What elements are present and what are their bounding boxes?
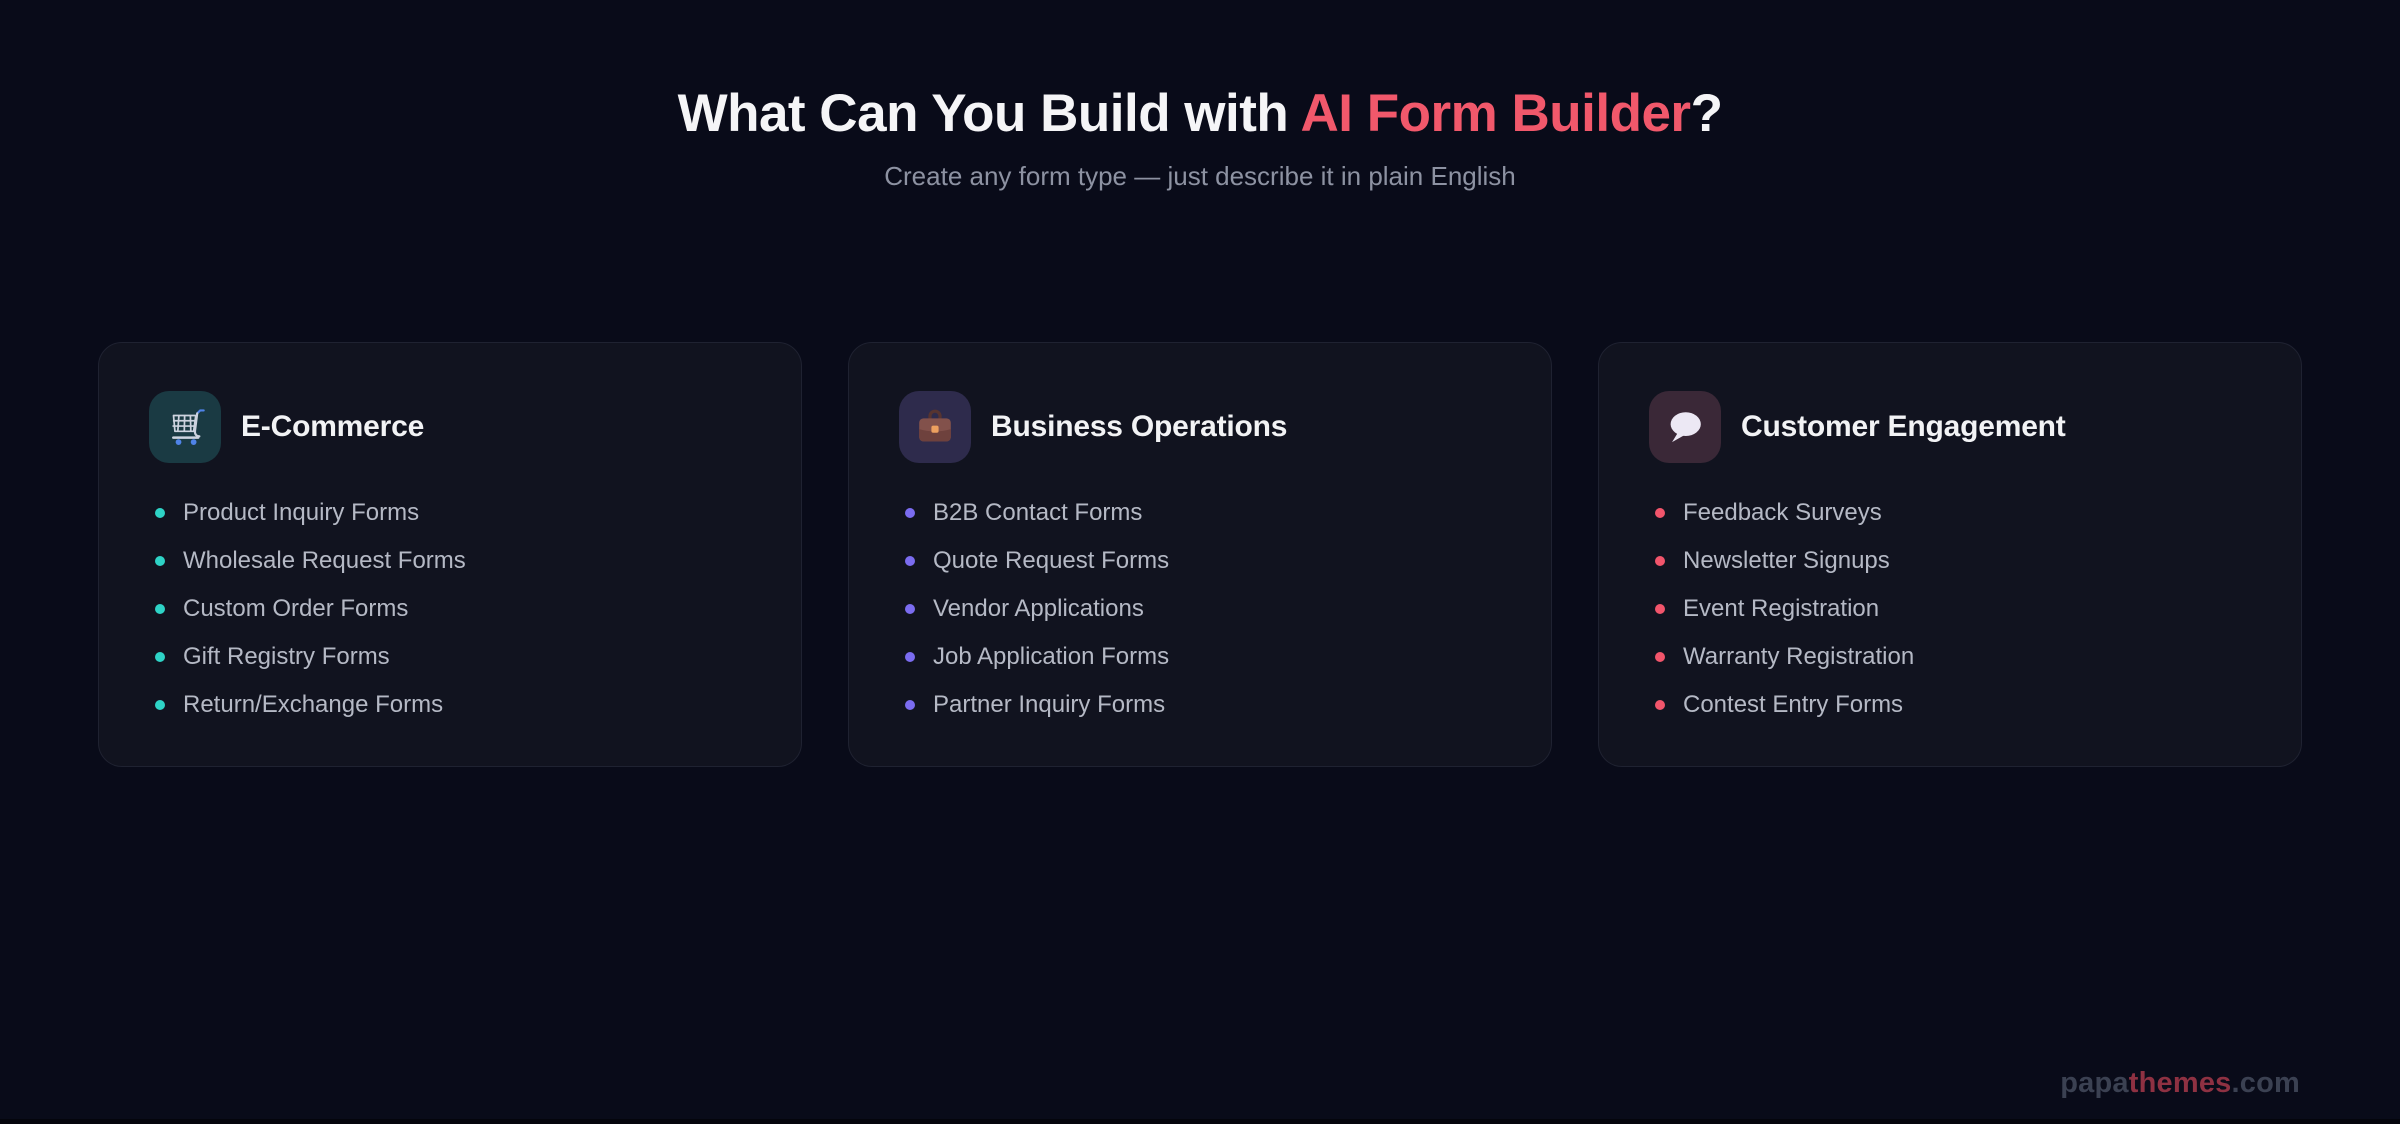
page-title-prefix: What Can You Build with [677, 84, 1301, 143]
card-ecommerce: E-Commerce Product Inquiry Forms Wholesa… [98, 342, 802, 767]
list-item: Quote Request Forms [899, 537, 1501, 585]
bullet-icon [155, 604, 165, 614]
page-title-suffix: ? [1690, 84, 1723, 143]
list-item: Newsletter Signups [1649, 537, 2251, 585]
list-item: Event Registration [1649, 585, 2251, 633]
icon-badge [899, 391, 971, 463]
list-item-label: Contest Entry Forms [1683, 691, 1904, 718]
card-title: Customer Engagement [1741, 410, 2066, 443]
list-item-label: Event Registration [1683, 595, 1880, 622]
bullet-icon [905, 556, 915, 566]
list-item-label: Quote Request Forms [933, 547, 1170, 574]
list-item-label: Product Inquiry Forms [183, 499, 420, 526]
list-item-label: Newsletter Signups [1683, 547, 1890, 574]
feature-cards-row: E-Commerce Product Inquiry Forms Wholesa… [98, 342, 2302, 767]
page-title: What Can You Build with AI Form Builder? [0, 84, 2400, 145]
bullet-icon [905, 508, 915, 518]
bullet-icon [155, 508, 165, 518]
list-item: Job Application Forms [899, 633, 1501, 681]
list-item-label: Wholesale Request Forms [183, 547, 466, 574]
list-item: B2B Contact Forms [899, 489, 1501, 537]
bullet-icon [1655, 604, 1665, 614]
card-item-list: B2B Contact Forms Quote Request Forms Ve… [899, 489, 1501, 729]
card-title: E-Commerce [241, 410, 425, 443]
list-item: Custom Order Forms [149, 585, 751, 633]
list-item: Product Inquiry Forms [149, 489, 751, 537]
watermark-part1: papa [2060, 1067, 2129, 1099]
watermark: papathemes.com [2060, 1067, 2300, 1100]
list-item-label: B2B Contact Forms [933, 499, 1143, 526]
bullet-icon [905, 652, 915, 662]
bullet-icon [1655, 556, 1665, 566]
list-item: Contest Entry Forms [1649, 681, 2251, 729]
card-item-list: Feedback Surveys Newsletter Signups Even… [1649, 489, 2251, 729]
list-item-label: Partner Inquiry Forms [933, 691, 1166, 718]
watermark-part2: themes [2128, 1067, 2232, 1099]
bullet-icon [155, 700, 165, 710]
bullet-icon [1655, 652, 1665, 662]
card-customer-engagement: Customer Engagement Feedback Surveys New… [1598, 342, 2302, 767]
card-header: Business Operations [899, 391, 1501, 463]
list-item-label: Return/Exchange Forms [183, 691, 444, 718]
list-item: Gift Registry Forms [149, 633, 751, 681]
card-header: E-Commerce [149, 391, 751, 463]
card-title: Business Operations [991, 410, 1288, 443]
list-item-label: Vendor Applications [933, 595, 1144, 622]
card-business-operations: Business Operations B2B Contact Forms Qu… [848, 342, 1552, 767]
bullet-icon [905, 604, 915, 614]
bullet-icon [1655, 508, 1665, 518]
list-item: Return/Exchange Forms [149, 681, 751, 729]
shopping-cart-icon [172, 409, 205, 445]
list-item-label: Feedback Surveys [1683, 499, 1882, 526]
card-item-list: Product Inquiry Forms Wholesale Request … [149, 489, 751, 729]
watermark-part3: .com [2231, 1067, 2300, 1099]
list-item: Warranty Registration [1649, 633, 2251, 681]
bullet-icon [905, 700, 915, 710]
page-subtitle: Create any form type — just describe it … [884, 160, 1516, 191]
list-item-label: Gift Registry Forms [183, 643, 390, 670]
card-header: Customer Engagement [1649, 391, 2251, 463]
bottom-edge-strip [0, 1119, 2400, 1124]
list-item-label: Job Application Forms [933, 643, 1170, 670]
briefcase-icon [919, 409, 951, 442]
speech-balloon-icon [1670, 412, 1701, 443]
list-item-label: Custom Order Forms [183, 595, 409, 622]
list-item: Vendor Applications [899, 585, 1501, 633]
list-item: Partner Inquiry Forms [899, 681, 1501, 729]
list-item: Wholesale Request Forms [149, 537, 751, 585]
bullet-icon [1655, 700, 1665, 710]
bullet-icon [155, 556, 165, 566]
icon-badge [1649, 391, 1721, 463]
list-item-label: Warranty Registration [1683, 643, 1915, 670]
bullet-icon [155, 652, 165, 662]
page-title-accent: AI Form Builder [1300, 84, 1692, 143]
list-item: Feedback Surveys [1649, 489, 2251, 537]
icon-badge [149, 391, 221, 463]
